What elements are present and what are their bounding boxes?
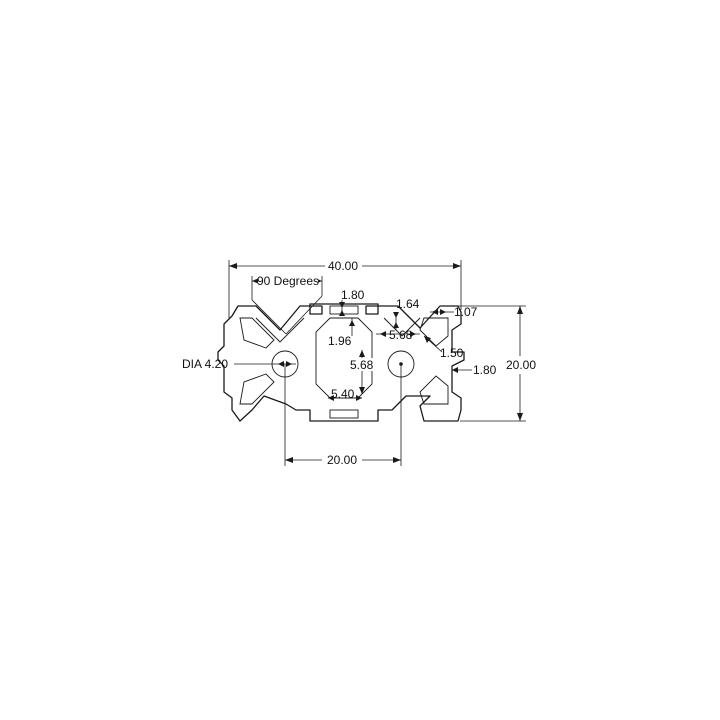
right-lower-cavity — [419, 375, 449, 405]
slot-lip-arrow-top — [393, 312, 399, 318]
center-height-arrow-bot — [359, 387, 365, 394]
center-height-label-bg — [346, 358, 376, 371]
pitch-arrow-right — [393, 457, 401, 463]
bottom-slot-lip — [329, 409, 359, 419]
chamfer-arrow — [424, 336, 431, 343]
angle-leader-left — [251, 299, 287, 335]
overall-height-label: 20.00 — [506, 358, 536, 372]
hole-dia-arrow-left — [278, 361, 284, 367]
angle-label: 90 Degrees — [257, 274, 319, 288]
slot-wall-arrow-top — [339, 302, 345, 308]
width-arrow-right — [453, 263, 461, 269]
slot-wall-arrow-bot — [339, 310, 345, 316]
center-height-label: 5.68 — [350, 358, 374, 372]
center-width-label: 5.40 — [331, 387, 355, 401]
slot-depth-arrow — [349, 320, 355, 326]
angle-leader-right — [285, 295, 323, 335]
angle-label-bg — [258, 274, 318, 287]
height-arrow-top — [517, 306, 523, 314]
left-upper-cavity — [239, 317, 275, 349]
slot-gap-arrow-left — [380, 331, 386, 337]
slot-lip-label: 1.64 — [396, 297, 420, 311]
lip-offset-arrow-right — [440, 309, 446, 315]
left-lower-cavity — [239, 373, 275, 405]
center-width-arrow-left — [328, 395, 334, 401]
width-arrow-left — [229, 263, 237, 269]
hole-dia-label: DIA 4.20 — [182, 357, 228, 371]
side-wall-label: 1.80 — [473, 363, 497, 377]
slot-gap-label: 5.68 — [389, 328, 413, 342]
height-arrow-bot — [517, 413, 523, 421]
slot-lip-arrow-bot — [393, 322, 399, 328]
top-slot-lip — [329, 305, 359, 315]
slot-depth-label: 1.96 — [328, 334, 352, 348]
pitch-arrow-left — [285, 457, 293, 463]
profile-outline — [217, 303, 465, 422]
center-height-arrow-top — [359, 350, 365, 357]
hole-pitch-label: 20.00 — [327, 453, 357, 467]
overall-width-label: 40.00 — [328, 259, 358, 273]
lip-offset-arrow-left — [432, 309, 438, 315]
hole-dia-arrow-right — [286, 361, 292, 367]
slot-gap-arrow-right — [410, 331, 416, 337]
slot-wall-label: 1.80 — [341, 288, 365, 302]
right-upper-cavity — [419, 317, 449, 347]
lip-offset-label: 1.07 — [454, 305, 478, 319]
angle-arrow-left — [252, 278, 259, 284]
side-wall-arrow — [452, 367, 458, 373]
chamfer-label: 1.50 — [440, 346, 464, 360]
right-v-groove — [383, 317, 421, 337]
left-v-groove — [255, 317, 305, 343]
center-width-arrow-right — [356, 395, 362, 401]
